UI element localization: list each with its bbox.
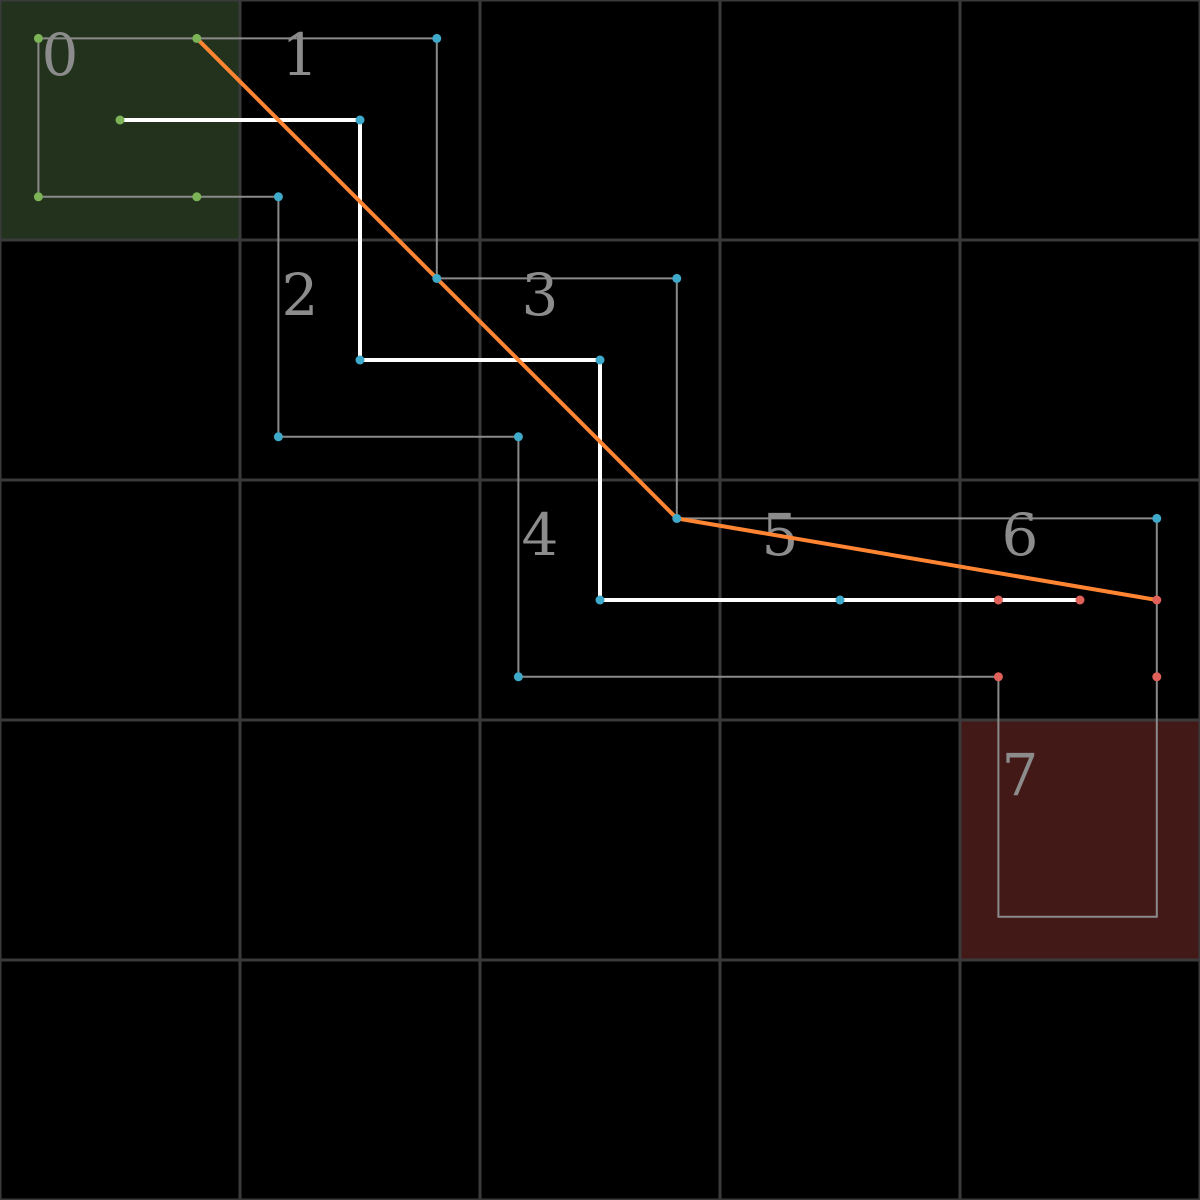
cell-label: 4 — [522, 501, 559, 569]
cell-label: 0 — [42, 21, 79, 89]
vertex-dot — [835, 595, 845, 605]
vertex-dot — [192, 192, 202, 202]
vertex-dot — [432, 273, 442, 283]
vertex-dot — [1152, 595, 1162, 605]
vertex-dot — [192, 33, 202, 43]
vertex-dot — [993, 672, 1003, 682]
vertex-dot — [1075, 595, 1085, 605]
vertex-dot — [672, 273, 682, 283]
vertex-dot — [33, 192, 43, 202]
cell-label: 6 — [1002, 501, 1039, 569]
boundary-line — [37, 37, 1158, 918]
vertex-dot — [1152, 513, 1162, 523]
optimal-path-line — [194, 36, 1159, 602]
centerline-path — [120, 118, 1080, 602]
vertex-dot — [672, 513, 682, 523]
vertex-dot — [273, 192, 283, 202]
vertex-dot — [513, 432, 523, 442]
cell-label: 2 — [282, 261, 319, 329]
vertex-dot — [115, 115, 125, 125]
vertex-dot — [33, 33, 43, 43]
vertex-dot — [432, 33, 442, 43]
corridor-centerline — [120, 118, 1080, 602]
cell-label: 1 — [282, 21, 319, 89]
vertex-dot — [273, 432, 283, 442]
vertex-dot — [355, 355, 365, 365]
cell-label: 3 — [522, 261, 559, 329]
cell-label: 7 — [1002, 741, 1039, 809]
vertex-dot — [355, 115, 365, 125]
vertex-dot — [513, 672, 523, 682]
vertex-dots — [33, 33, 1162, 682]
vertex-dot — [993, 595, 1003, 605]
vertex-dot — [595, 355, 605, 365]
optimal-path — [194, 36, 1159, 602]
corridor-boundary — [37, 37, 1158, 918]
end-cell — [960, 720, 1200, 960]
vertex-dot — [595, 595, 605, 605]
vertex-dot — [1152, 672, 1162, 682]
